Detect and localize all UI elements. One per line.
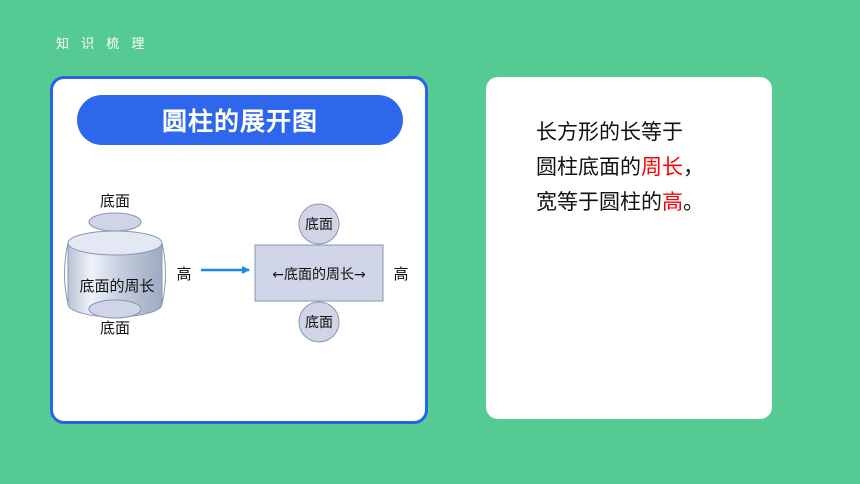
net-top-circle (298, 203, 340, 245)
net-top-circle-label: 底面 (305, 217, 333, 233)
conclusion-line-3-prefix: 宽等于圆柱的 (536, 190, 662, 214)
cylinder: 底面 底面的周长 底面 (64, 192, 166, 337)
net-rectangle-label: ←底面的周长→ (272, 267, 366, 283)
cylinder-unfolding-diagram: 底面 底面的周长 底面 高 底面 ←底面的周长→ 底面 高 (64, 192, 409, 343)
cylinder-bottom-label: 底面 (100, 319, 130, 337)
conclusion-line-2-suffix: ， (683, 155, 704, 179)
conclusion-line-2: 圆柱底面的周长， (536, 150, 766, 185)
section-label: 知 识 梳 理 (56, 37, 149, 52)
cylinder-curl-left (64, 242, 69, 305)
height-label-left: 高 (176, 265, 191, 283)
cylinder-net: 底面 ←底面的周长→ 底面 高 (254, 203, 409, 343)
cylinder-curl-right (161, 242, 166, 305)
conclusion-line-3-suffix: 。 (683, 190, 704, 214)
cylinder-side-label: 底面的周长 (79, 277, 154, 295)
net-rectangle (254, 244, 384, 302)
cylinder-top-rim (67, 230, 163, 256)
net-bottom-circle-label: 底面 (305, 315, 333, 331)
highlight-circumference: 周长 (641, 155, 683, 179)
net-bottom-circle (298, 301, 340, 343)
diagram-title-banner: 圆柱的展开图 (77, 95, 403, 145)
diagram-title: 圆柱的展开图 (161, 107, 318, 136)
highlight-height: 高 (662, 190, 683, 214)
conclusion-line-3: 宽等于圆柱的高。 (536, 185, 766, 220)
conclusion-line-2-prefix: 圆柱底面的 (536, 155, 641, 179)
conclusion-text: 长方形的长等于 圆柱底面的周长， 宽等于圆柱的高。 (536, 115, 766, 220)
unfolding-diagram-card: 圆柱的展开图 底面 底面的周长 底面 高 (50, 76, 428, 424)
cylinder-bottom-base (88, 299, 142, 319)
cylinder-top-base (88, 212, 142, 232)
conclusion-card: 长方形的长等于 圆柱底面的周长， 宽等于圆柱的高。 (486, 77, 772, 419)
height-label-right: 高 (393, 265, 408, 283)
cylinder-top-label: 底面 (100, 192, 130, 210)
conclusion-line-1: 长方形的长等于 (536, 120, 683, 144)
